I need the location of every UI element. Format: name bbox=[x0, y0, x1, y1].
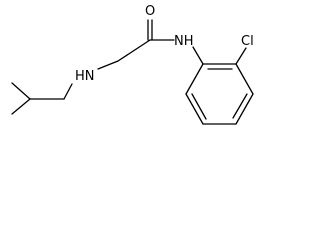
isobutyl-methyl-2-bond bbox=[11, 98, 31, 115]
ring-inner-bond-2 bbox=[232, 93, 248, 119]
bonds bbox=[11, 19, 254, 125]
n-aryl-bond bbox=[192, 46, 204, 65]
amide-nh-label: NH bbox=[174, 34, 194, 49]
ring-bond-5 bbox=[185, 93, 204, 125]
ring-bond-3 bbox=[235, 93, 254, 125]
isobutyl-methyl-1-bond bbox=[11, 82, 31, 100]
amine-isobutyl-bond bbox=[63, 83, 73, 100]
oxygen-label: O bbox=[145, 4, 155, 19]
atom-labels: O NH HN Cl bbox=[75, 4, 254, 84]
amine-hn-label: HN bbox=[75, 69, 95, 84]
molecule-diagram: O NH HN Cl bbox=[11, 4, 254, 125]
ring-inner-bond-3 bbox=[191, 93, 207, 120]
carbonyl-ch2-bond bbox=[117, 39, 151, 62]
ring-bond-6 bbox=[185, 63, 204, 95]
ring-bond-2 bbox=[235, 63, 254, 95]
chlorine-label: Cl bbox=[241, 34, 254, 49]
ch2-amine-bond bbox=[97, 60, 119, 70]
aryl-chlorine-bond bbox=[235, 47, 247, 65]
